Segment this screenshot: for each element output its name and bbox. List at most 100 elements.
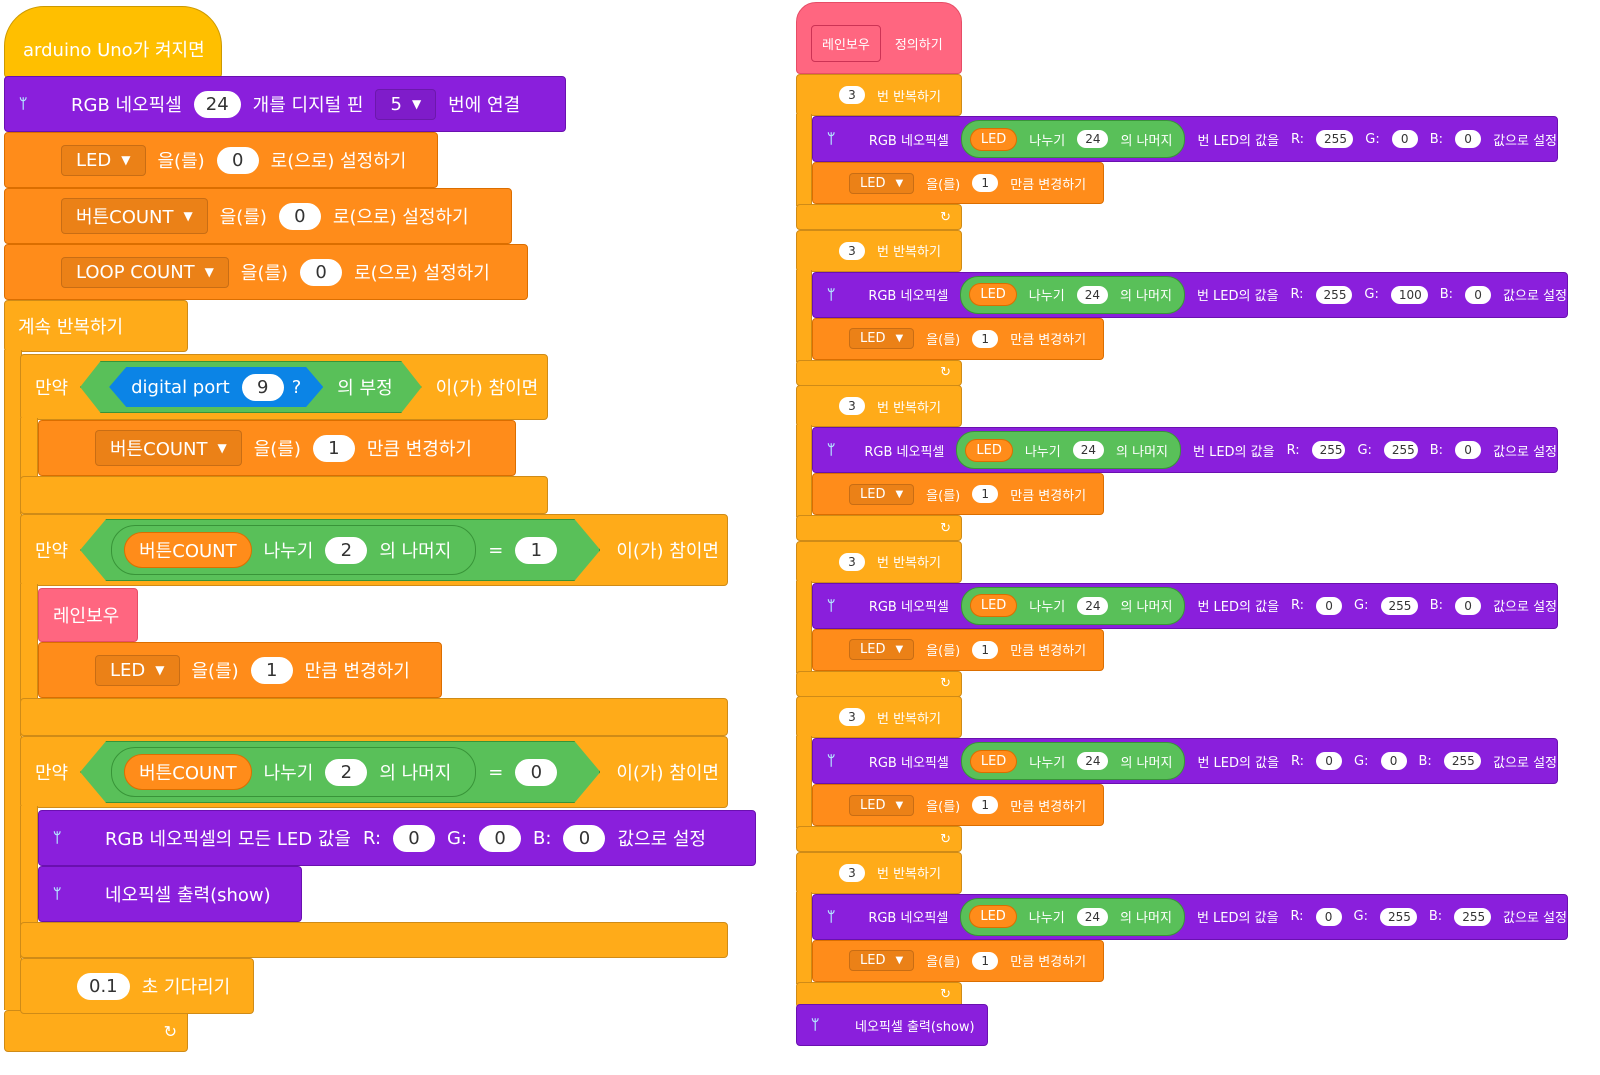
divisor-input[interactable]: 24 (1077, 752, 1109, 770)
repeat-count-input[interactable]: 3 (839, 552, 865, 571)
variable-dropdown[interactable]: LED ▼ (849, 794, 915, 816)
repeat-count-input[interactable]: 3 (839, 708, 865, 726)
repeat-block[interactable]: 3 번 반복하기 (796, 74, 962, 116)
divisor-input[interactable]: 2 (325, 536, 368, 564)
variable-dropdown[interactable]: LED ▼ (849, 483, 915, 505)
wait-seconds-input[interactable]: 0.1 (77, 972, 130, 1000)
red-input[interactable]: 255 (1316, 130, 1354, 148)
set-variable-block[interactable]: LOOP COUNT ▼ 을(를) 0 로(으로) 설정하기 (4, 244, 528, 300)
value-input[interactable]: 1 (972, 485, 999, 503)
red-input[interactable]: 255 (1311, 441, 1346, 459)
repeat-count-input[interactable]: 3 (839, 241, 865, 260)
repeat-block[interactable]: 3 번 반복하기 (796, 696, 962, 738)
value-input[interactable]: 1 (972, 951, 999, 970)
value-input[interactable]: 0 (216, 146, 259, 174)
variable-dropdown[interactable]: LOOP COUNT ▼ (61, 256, 229, 288)
value-input[interactable]: 1 (250, 656, 293, 684)
variable-dropdown[interactable]: LED ▼ (849, 950, 915, 971)
led-variable-reporter[interactable]: LED (969, 905, 1017, 928)
value-input[interactable]: 1 (972, 174, 999, 192)
if-block[interactable]: 만약 버튼COUNT 나누기 2 의 나머지 = 1 이(가) 참이면 (20, 514, 728, 586)
repeat-block[interactable]: 3 번 반복하기 (796, 851, 962, 894)
green-input[interactable]: 255 (1383, 441, 1418, 459)
change-variable-block[interactable]: LED ▼ 을(를) 1 만큼 변경하기 (812, 162, 1104, 204)
neopixel-show-block[interactable]: ᛘ 네오픽셀 출력(show) (796, 1004, 988, 1046)
variable-dropdown[interactable]: LED ▼ (849, 639, 915, 660)
variable-dropdown[interactable]: LED ▼ (61, 144, 146, 176)
blue-input[interactable]: 0 (1455, 130, 1482, 148)
green-input[interactable]: 0 (1391, 130, 1418, 148)
led-variable-reporter[interactable]: LED (969, 594, 1018, 617)
red-input[interactable]: 255 (1315, 285, 1353, 304)
neopixel-show-block[interactable]: ᛘ 네오픽셀 출력(show) (38, 866, 302, 922)
neopixel-set-led-block[interactable]: ᛘ RGB 네오픽셀 LED 나누기 24 의 나머지 번 LED의 값을 R:… (812, 427, 1558, 473)
change-variable-block[interactable]: LED ▼ 을(를) 1 만큼 변경하기 (812, 628, 1104, 671)
divisor-input[interactable]: 24 (1072, 441, 1105, 459)
change-variable-block[interactable]: 버튼COUNT ▼ 을(를) 1 만큼 변경하기 (38, 420, 516, 476)
wait-block[interactable]: 0.1 초 기다리기 (20, 958, 254, 1014)
if-block[interactable]: 만약 버튼COUNT 나누기 2 의 나머지 = 0 이(가) 참이면 (20, 736, 728, 808)
neopixel-set-led-block[interactable]: ᛘ RGB 네오픽셀 LED 나누기 24 의 나머지 번 LED의 값을 R:… (812, 893, 1568, 940)
neopixel-count-input[interactable]: 24 (193, 90, 241, 118)
repeat-block[interactable]: 3 번 반복하기 (796, 540, 962, 583)
port-input[interactable]: 9 (241, 373, 284, 401)
blue-input[interactable]: 0 (1465, 285, 1492, 304)
pin-dropdown[interactable]: 5 ▼ (375, 88, 437, 120)
neopixel-set-led-block[interactable]: ᛘ RGB 네오픽셀 LED 나누기 24 의 나머지 번 LED의 값을 R:… (812, 582, 1558, 629)
green-input[interactable]: 100 (1390, 285, 1428, 304)
neopixel-set-led-block[interactable]: ᛘ RGB 네오픽셀 LED 나누기 24 의 나머지 번 LED의 값을 R:… (812, 116, 1558, 162)
when-uno-starts-hat-block[interactable]: arduino Uno가 켜지면 (4, 6, 222, 78)
variable-reporter[interactable]: 버튼COUNT (124, 532, 252, 568)
red-input[interactable]: 0 (1315, 907, 1342, 926)
repeat-count-input[interactable]: 3 (839, 863, 865, 882)
neopixel-init-block[interactable]: ᛘ RGB 네오픽셀 24 개를 디지털 핀 5 ▼ 번에 연결 (4, 76, 566, 132)
modulo-operator-block[interactable]: 버튼COUNT 나누기 2 의 나머지 (111, 747, 477, 797)
divisor-input[interactable]: 24 (1076, 285, 1108, 304)
variable-dropdown[interactable]: LED ▼ (849, 172, 915, 194)
modulo-operator-block[interactable]: 버튼COUNT 나누기 2 의 나머지 (111, 525, 477, 575)
value-input[interactable]: 0 (278, 202, 321, 230)
set-variable-block[interactable]: 버튼COUNT ▼ 을(를) 0 로(으로) 설정하기 (4, 188, 512, 244)
variable-dropdown[interactable]: 버튼COUNT ▼ (95, 430, 242, 466)
modulo-operator-block[interactable]: LED 나누기 24 의 나머지 (960, 275, 1185, 314)
repeat-count-input[interactable]: 3 (839, 86, 865, 104)
not-operator-block[interactable]: digital port 9 ? 의 부정 (80, 361, 422, 413)
value-input[interactable]: 1 (972, 640, 999, 659)
repeat-block[interactable]: 3 번 반복하기 (796, 229, 962, 272)
divisor-input[interactable]: 2 (325, 758, 368, 786)
blue-input[interactable]: 0 (1455, 441, 1482, 459)
modulo-operator-block[interactable]: LED 나누기 24 의 나머지 (960, 120, 1186, 158)
set-variable-block[interactable]: LED ▼ 을(를) 0 로(으로) 설정하기 (4, 132, 438, 188)
blue-input[interactable]: 255 (1454, 907, 1492, 926)
red-input[interactable]: 0 (1316, 596, 1343, 615)
if-block[interactable]: 만약 digital port 9 ? 의 부정 이(가) 참이면 (20, 354, 548, 420)
divisor-input[interactable]: 24 (1077, 596, 1109, 615)
change-variable-block[interactable]: LED ▼ 을(를) 1 만큼 변경하기 (812, 317, 1104, 360)
variable-dropdown[interactable]: 버튼COUNT ▼ (61, 198, 208, 234)
green-input[interactable]: 0 (479, 824, 522, 852)
change-variable-block[interactable]: LED ▼ 을(를) 1 만큼 변경하기 (812, 939, 1104, 982)
define-rainbow-hat-block[interactable]: 레인보우 정의하기 (796, 2, 962, 74)
value-input[interactable]: 1 (972, 329, 999, 348)
compare-value-input[interactable]: 0 (515, 758, 558, 786)
variable-dropdown[interactable]: LED ▼ (849, 328, 915, 349)
repeat-count-input[interactable]: 3 (839, 397, 865, 415)
variable-dropdown[interactable]: LED ▼ (95, 654, 180, 686)
value-input[interactable]: 1 (972, 796, 999, 814)
neopixel-set-all-block[interactable]: ᛘ RGB 네오픽셀의 모든 LED 값을 R: 0 G: 0 B: 0 값으로… (38, 810, 756, 866)
led-variable-reporter[interactable]: LED (965, 438, 1013, 462)
red-input[interactable]: 0 (393, 824, 436, 852)
neopixel-set-led-block[interactable]: ᛘ RGB 네오픽셀 LED 나누기 24 의 나머지 번 LED의 값을 R:… (812, 738, 1558, 784)
green-input[interactable]: 0 (1380, 752, 1407, 770)
equals-operator-block[interactable]: 버튼COUNT 나누기 2 의 나머지 = 1 (80, 519, 601, 581)
green-input[interactable]: 255 (1380, 907, 1417, 926)
equals-operator-block[interactable]: 버튼COUNT 나누기 2 의 나머지 = 0 (80, 741, 601, 803)
value-input[interactable]: 1 (312, 434, 355, 462)
blue-input[interactable]: 255 (1443, 752, 1482, 770)
forever-loop-block[interactable] (4, 300, 188, 352)
value-input[interactable]: 0 (300, 258, 343, 286)
compare-value-input[interactable]: 1 (515, 536, 558, 564)
led-variable-reporter[interactable]: LED (969, 283, 1017, 306)
change-variable-block[interactable]: LED ▼ 을(를) 1 만큼 변경하기 (812, 784, 1104, 826)
modulo-operator-block[interactable]: LED 나누기 24 의 나머지 (960, 742, 1186, 780)
